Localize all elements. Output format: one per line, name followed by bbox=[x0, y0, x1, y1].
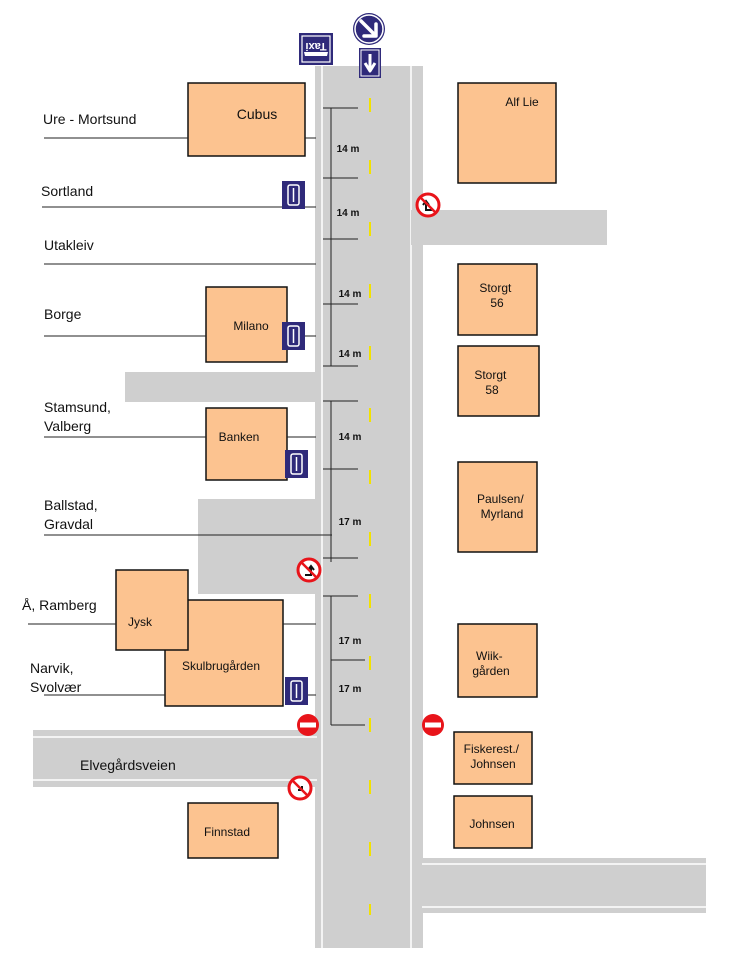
distance-markers bbox=[323, 107, 365, 726]
label-paulsen-myrland: Paulsen/ Myrland bbox=[477, 492, 527, 521]
taxi-sign-icon: Taxi bbox=[299, 33, 333, 65]
building-cubus bbox=[187, 82, 306, 157]
roads bbox=[33, 66, 706, 948]
stop-label-stamsund-valberg: Stamsund, Valberg bbox=[44, 399, 115, 434]
no-left-turn-icon bbox=[296, 557, 322, 583]
bus-stop-leaders bbox=[28, 137, 332, 696]
building-johnsen bbox=[453, 795, 533, 849]
label-storgt-58: Storgt 58 bbox=[474, 368, 509, 397]
distance-label: 17 m bbox=[339, 636, 362, 647]
no-entry-icon bbox=[422, 714, 444, 736]
label-jysk: Jysk bbox=[128, 615, 153, 629]
distance-label: 14 m bbox=[337, 144, 360, 155]
distance-label: 14 m bbox=[337, 208, 360, 219]
building-wiikgarden bbox=[457, 623, 538, 698]
building-finnstad bbox=[187, 802, 279, 859]
distance-label: 17 m bbox=[339, 517, 362, 528]
building-storgt-58 bbox=[457, 345, 540, 417]
label-fiskerest-johnsen: Fiskerest./ Johnsen bbox=[464, 742, 523, 771]
side-road-east-bottom bbox=[422, 858, 706, 913]
street-label-elvegardsveien: Elvegårdsveien bbox=[80, 757, 176, 773]
one-way-arrow-icon bbox=[359, 48, 381, 78]
label-milano: Milano bbox=[233, 319, 269, 333]
side-road-east-top bbox=[411, 210, 607, 245]
label-alf-lie: Alf Lie bbox=[505, 95, 539, 109]
distance-label: 17 m bbox=[339, 684, 362, 695]
bus-stop-signs bbox=[282, 181, 308, 705]
building-jysk bbox=[115, 569, 189, 651]
no-left-turn-icon bbox=[287, 775, 313, 801]
main-street bbox=[315, 66, 423, 948]
building-fiskerest-johnsen bbox=[453, 731, 533, 785]
buildings bbox=[115, 82, 557, 859]
label-banken: Banken bbox=[219, 430, 260, 444]
distance-label: 14 m bbox=[339, 289, 362, 300]
bus-stop-sign-icon bbox=[285, 450, 308, 478]
no-entry-signs bbox=[297, 714, 444, 736]
stop-label-sortland: Sortland bbox=[41, 183, 93, 199]
stop-label-borge: Borge bbox=[44, 306, 82, 322]
bus-stop-sign-icon bbox=[282, 181, 305, 209]
label-wiikgarden: Wiik- gården bbox=[472, 649, 509, 678]
mandatory-direction-icon bbox=[353, 13, 385, 45]
label-cubus: Cubus bbox=[237, 106, 277, 122]
no-turn-signs bbox=[287, 192, 441, 801]
label-skulbrugarden: Skulbrugården bbox=[182, 659, 260, 673]
label-johnsen: Johnsen bbox=[469, 817, 514, 831]
stop-label-utakleiv: Utakleiv bbox=[44, 237, 94, 253]
no-entry-icon bbox=[297, 714, 319, 736]
building-alf-lie bbox=[457, 82, 557, 184]
ballstad-plaza bbox=[198, 499, 317, 594]
stop-label-narvik-svolvaer: Narvik, Svolvær bbox=[30, 660, 82, 695]
label-finnstad: Finnstad bbox=[204, 825, 250, 839]
stop-label-ballstad-gravdal: Ballstad, Gravdal bbox=[44, 497, 102, 532]
building-storgt-56 bbox=[457, 263, 538, 336]
distance-labels: 14 m 14 m 14 m 14 m 14 m 17 m 17 m 17 m bbox=[337, 144, 362, 695]
elvegardsveien-road bbox=[33, 730, 317, 787]
stop-label-a-ramberg: Å, Ramberg bbox=[22, 597, 97, 613]
no-left-turn-icon bbox=[415, 192, 441, 218]
bus-stop-sign-icon bbox=[282, 322, 305, 350]
bus-stop-sign-icon bbox=[285, 677, 308, 705]
building-paulsen-myrland bbox=[457, 461, 538, 553]
building-labels: Cubus Milano Banken Jysk Skulbrugården F… bbox=[128, 95, 539, 839]
stop-label-ure-mortsund: Ure - Mortsund bbox=[43, 111, 136, 127]
label-storgt-56: Storgt 56 bbox=[479, 281, 514, 310]
side-road-west-upper bbox=[125, 372, 317, 402]
distance-label: 14 m bbox=[339, 432, 362, 443]
distance-label: 14 m bbox=[339, 349, 362, 360]
bus-stop-labels: Ure - Mortsund Sortland Utakleiv Borge S… bbox=[22, 111, 136, 695]
svg-text:Taxi: Taxi bbox=[305, 40, 326, 52]
building-banken bbox=[205, 407, 288, 481]
